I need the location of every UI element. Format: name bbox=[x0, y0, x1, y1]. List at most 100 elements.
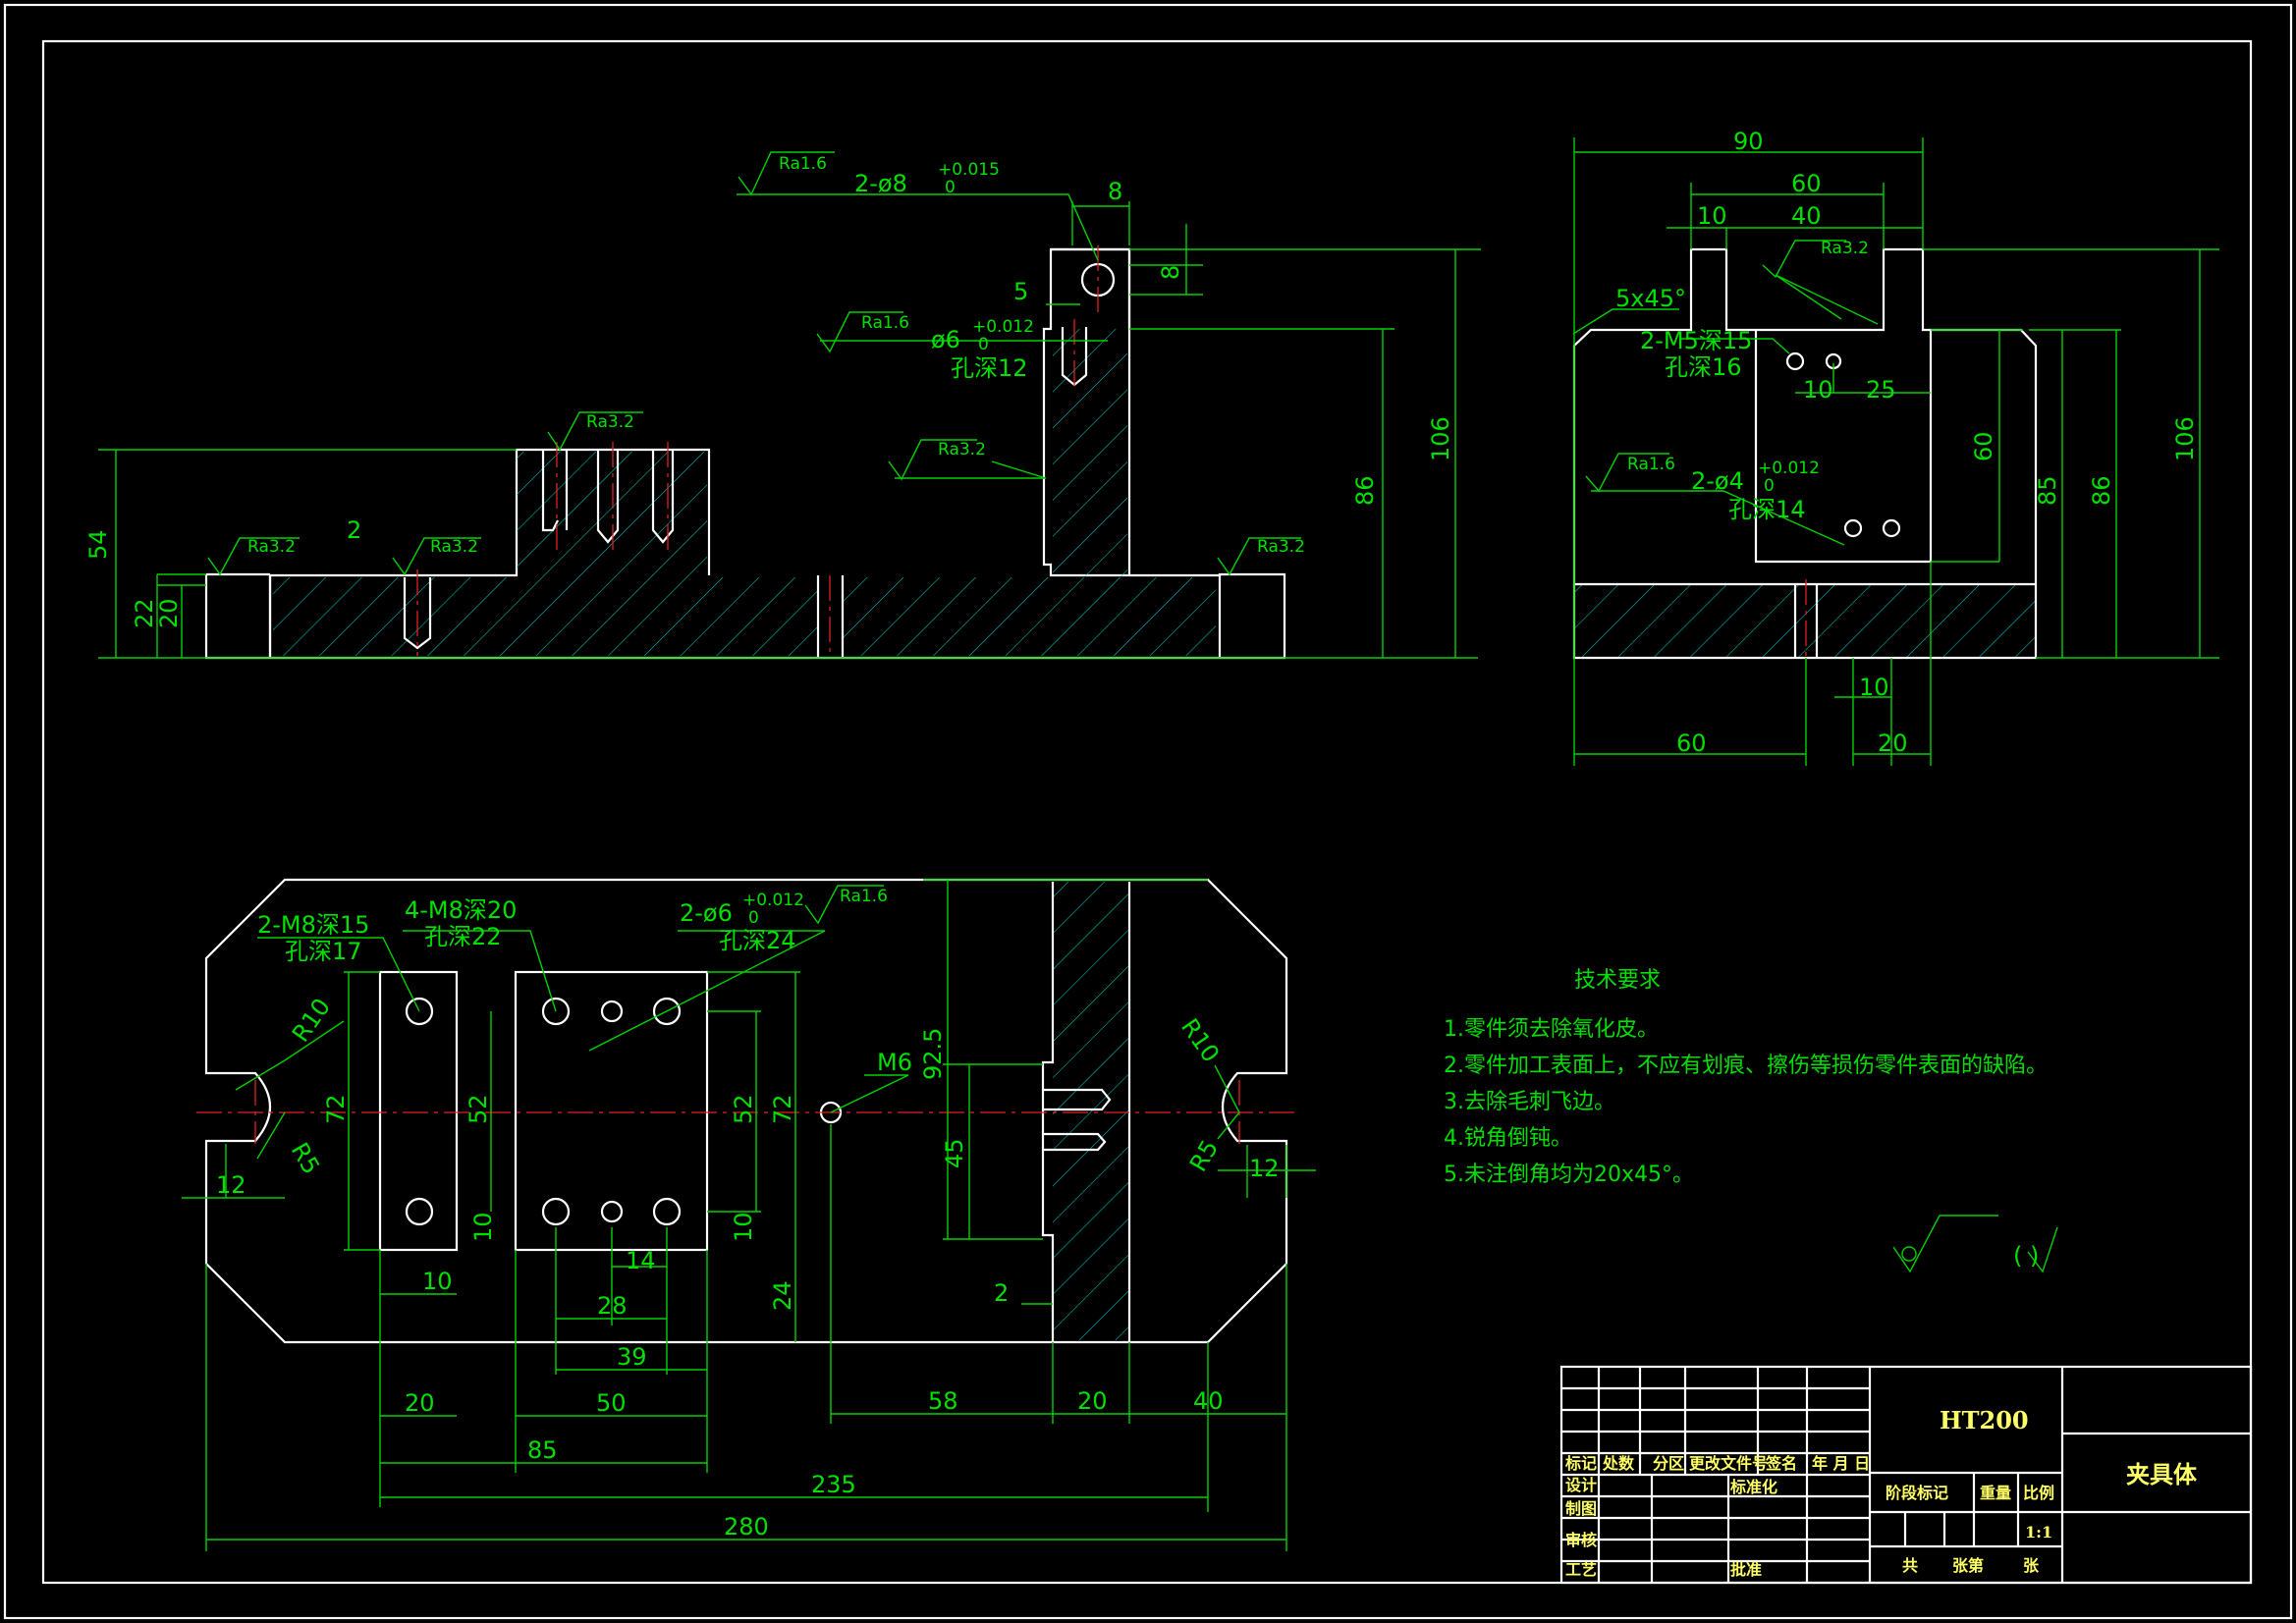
side-dim-60-bottom: 60 bbox=[1676, 730, 1707, 757]
side-chamfer-label: 5x45° bbox=[1615, 285, 1686, 312]
front-callout-2-d8-tol: +0.015 bbox=[938, 160, 1000, 180]
top-dim-10-right: 10 bbox=[730, 1212, 757, 1242]
top-callout-2-d6-tol: +0.012 bbox=[742, 891, 804, 910]
tb-scale-label: 比例 bbox=[2023, 1484, 2054, 1502]
tb-sheet-unit: 张 bbox=[2023, 1556, 2040, 1575]
tb-header-5: 签名 bbox=[1765, 1454, 1797, 1473]
top-dim-20-right: 20 bbox=[1077, 1387, 1108, 1415]
top-callout-2-d6-depth: 孔深24 bbox=[719, 927, 796, 954]
side-dim-86: 86 bbox=[2088, 475, 2115, 506]
side-pin-depth: 孔深14 bbox=[1728, 496, 1806, 523]
side-thread-label: 2-M5深15 bbox=[1640, 327, 1752, 354]
top-block-a bbox=[378, 970, 459, 1252]
front-ra-7: Ra3.2 bbox=[1257, 537, 1305, 557]
top-callout-4-m8: 4-M8深20 bbox=[405, 896, 517, 924]
tb-header-1: 标记 bbox=[1564, 1454, 1597, 1473]
side-dim-90: 90 bbox=[1733, 128, 1764, 155]
front-hatch-mid bbox=[517, 452, 707, 577]
front-dim-22: 22 bbox=[131, 598, 158, 628]
side-ra-2: Ra1.6 bbox=[1627, 455, 1675, 474]
top-hole-b3 bbox=[652, 997, 682, 1026]
front-ra-6: Ra3.2 bbox=[430, 537, 478, 557]
tb-sheets: 共 bbox=[1902, 1556, 1918, 1575]
side-dim-25: 25 bbox=[1866, 376, 1896, 404]
front-dim-8-side: 8 bbox=[1157, 265, 1184, 280]
top-dim-72-right: 72 bbox=[769, 1094, 796, 1124]
tb-approve: 批准 bbox=[1730, 1560, 1762, 1579]
side-hole-4 bbox=[1882, 518, 1901, 538]
tb-stage-mark: 阶段标记 bbox=[1886, 1484, 1948, 1502]
side-dim-10-bottom: 10 bbox=[1859, 674, 1889, 701]
side-view: 90 60 10 40 10 25 60 85 86 106 60 10 20 … bbox=[1572, 128, 2219, 766]
top-callout-2-d6-tol-low: 0 bbox=[748, 908, 759, 928]
top-callout-m6: M6 bbox=[877, 1049, 912, 1076]
front-view: 54 22 20 2 86 106 8 8 5 2-ø8 +0.015 0 ø6… bbox=[84, 151, 1481, 660]
top-dim-10-left: 10 bbox=[469, 1212, 497, 1242]
front-ra-3: Ra3.2 bbox=[938, 440, 986, 460]
tb-header-6: 年 月 日 bbox=[1812, 1454, 1870, 1473]
front-callout-d6-tol: +0.012 bbox=[972, 317, 1034, 337]
front-dim-86: 86 bbox=[1351, 475, 1379, 506]
front-hatch-right bbox=[843, 577, 1216, 656]
top-callout-2-m8: 2-M8深15 bbox=[257, 911, 369, 939]
front-dim-2: 2 bbox=[347, 516, 361, 544]
side-dim-85: 85 bbox=[2034, 475, 2061, 506]
tb-header-4: 更改文件号 bbox=[1689, 1454, 1768, 1473]
top-hole-b2 bbox=[600, 1000, 624, 1023]
front-dim-8-top: 8 bbox=[1108, 178, 1122, 205]
top-dim-85: 85 bbox=[527, 1436, 558, 1464]
tb-weight: 重量 bbox=[1980, 1484, 2011, 1502]
side-thread-depth: 孔深16 bbox=[1665, 353, 1742, 381]
inner-border bbox=[41, 39, 2253, 1585]
tb-role-draw: 制图 bbox=[1565, 1499, 1597, 1518]
front-callout-d6-depth: 孔深12 bbox=[951, 354, 1028, 382]
general-roughness-symbol: ( ) bbox=[1892, 1215, 2058, 1273]
side-hole-1 bbox=[1785, 352, 1805, 371]
tb-sheet-no: 张第 bbox=[1952, 1556, 1984, 1575]
tech-req-item-5: 5.未注倒角均为20x45°。 bbox=[1444, 1163, 1694, 1187]
tech-req-item-2: 2.零件加工表面上，不应有划痕、擦伤等损伤零件表面的缺陷。 bbox=[1444, 1054, 2048, 1078]
top-r5-left: R5 bbox=[286, 1138, 325, 1179]
front-ra-5: Ra3.2 bbox=[247, 537, 296, 557]
front-ra-2: Ra1.6 bbox=[861, 313, 909, 333]
outer-border bbox=[3, 3, 2293, 1620]
side-hatch bbox=[1575, 584, 2035, 657]
front-dim-5: 5 bbox=[1013, 278, 1028, 305]
tb-standardize: 标准化 bbox=[1729, 1478, 1777, 1496]
general-roughness-brackets: ( ) bbox=[2013, 1242, 2039, 1270]
side-ra-1: Ra3.2 bbox=[1821, 239, 1869, 258]
tb-part-name: 夹具体 bbox=[2126, 1460, 2198, 1488]
tech-req-title: 技术要求 bbox=[1574, 968, 1661, 993]
top-dim-14: 14 bbox=[626, 1247, 656, 1274]
top-dim-20-left: 20 bbox=[405, 1389, 435, 1417]
top-dim-2: 2 bbox=[994, 1279, 1009, 1307]
top-dim-40: 40 bbox=[1193, 1387, 1224, 1415]
top-dim-12-left: 12 bbox=[216, 1171, 246, 1199]
technical-requirements: 技术要求 1.零件须去除氧化皮。 2.零件加工表面上，不应有划痕、擦伤等损伤零件… bbox=[1444, 968, 2048, 1187]
side-dim-10-top: 10 bbox=[1697, 202, 1727, 230]
front-dim-54: 54 bbox=[84, 529, 112, 560]
tb-role-check: 审核 bbox=[1565, 1531, 1597, 1549]
tech-req-item-1: 1.零件须去除氧化皮。 bbox=[1444, 1017, 1659, 1042]
front-callout-2-d8-tol-low: 0 bbox=[945, 178, 956, 197]
tech-req-item-4: 4.锐角倒钝。 bbox=[1444, 1126, 1572, 1151]
side-pin-label: 2-ø4 bbox=[1691, 467, 1744, 495]
top-view: 2-M8深15 孔深17 4-M8深20 孔深22 2-ø6 +0.012 0 … bbox=[182, 878, 1316, 1551]
side-dim-60-top: 60 bbox=[1791, 170, 1822, 197]
top-dim-58: 58 bbox=[928, 1387, 958, 1415]
top-dim-10-bottom: 10 bbox=[422, 1268, 453, 1295]
top-callout-2-d6: 2-ø6 bbox=[680, 899, 733, 927]
top-hole-b6 bbox=[652, 1197, 682, 1226]
top-dim-45: 45 bbox=[941, 1138, 968, 1168]
top-hole-a2 bbox=[405, 1197, 434, 1226]
top-hatch bbox=[1053, 882, 1129, 1340]
tb-header-2: 处数 bbox=[1602, 1454, 1635, 1473]
top-dim-72-left: 72 bbox=[322, 1094, 350, 1124]
top-hole-b4 bbox=[541, 1197, 571, 1226]
side-pin-tol: +0.012 bbox=[1758, 459, 1820, 478]
top-hole-b1 bbox=[541, 997, 571, 1026]
side-dim-10-mid: 10 bbox=[1803, 376, 1833, 404]
front-callout-2-d8: 2-ø8 bbox=[854, 170, 907, 197]
side-dim-20-bottom: 20 bbox=[1878, 730, 1908, 757]
top-r10-right: R10 bbox=[1175, 1013, 1225, 1067]
